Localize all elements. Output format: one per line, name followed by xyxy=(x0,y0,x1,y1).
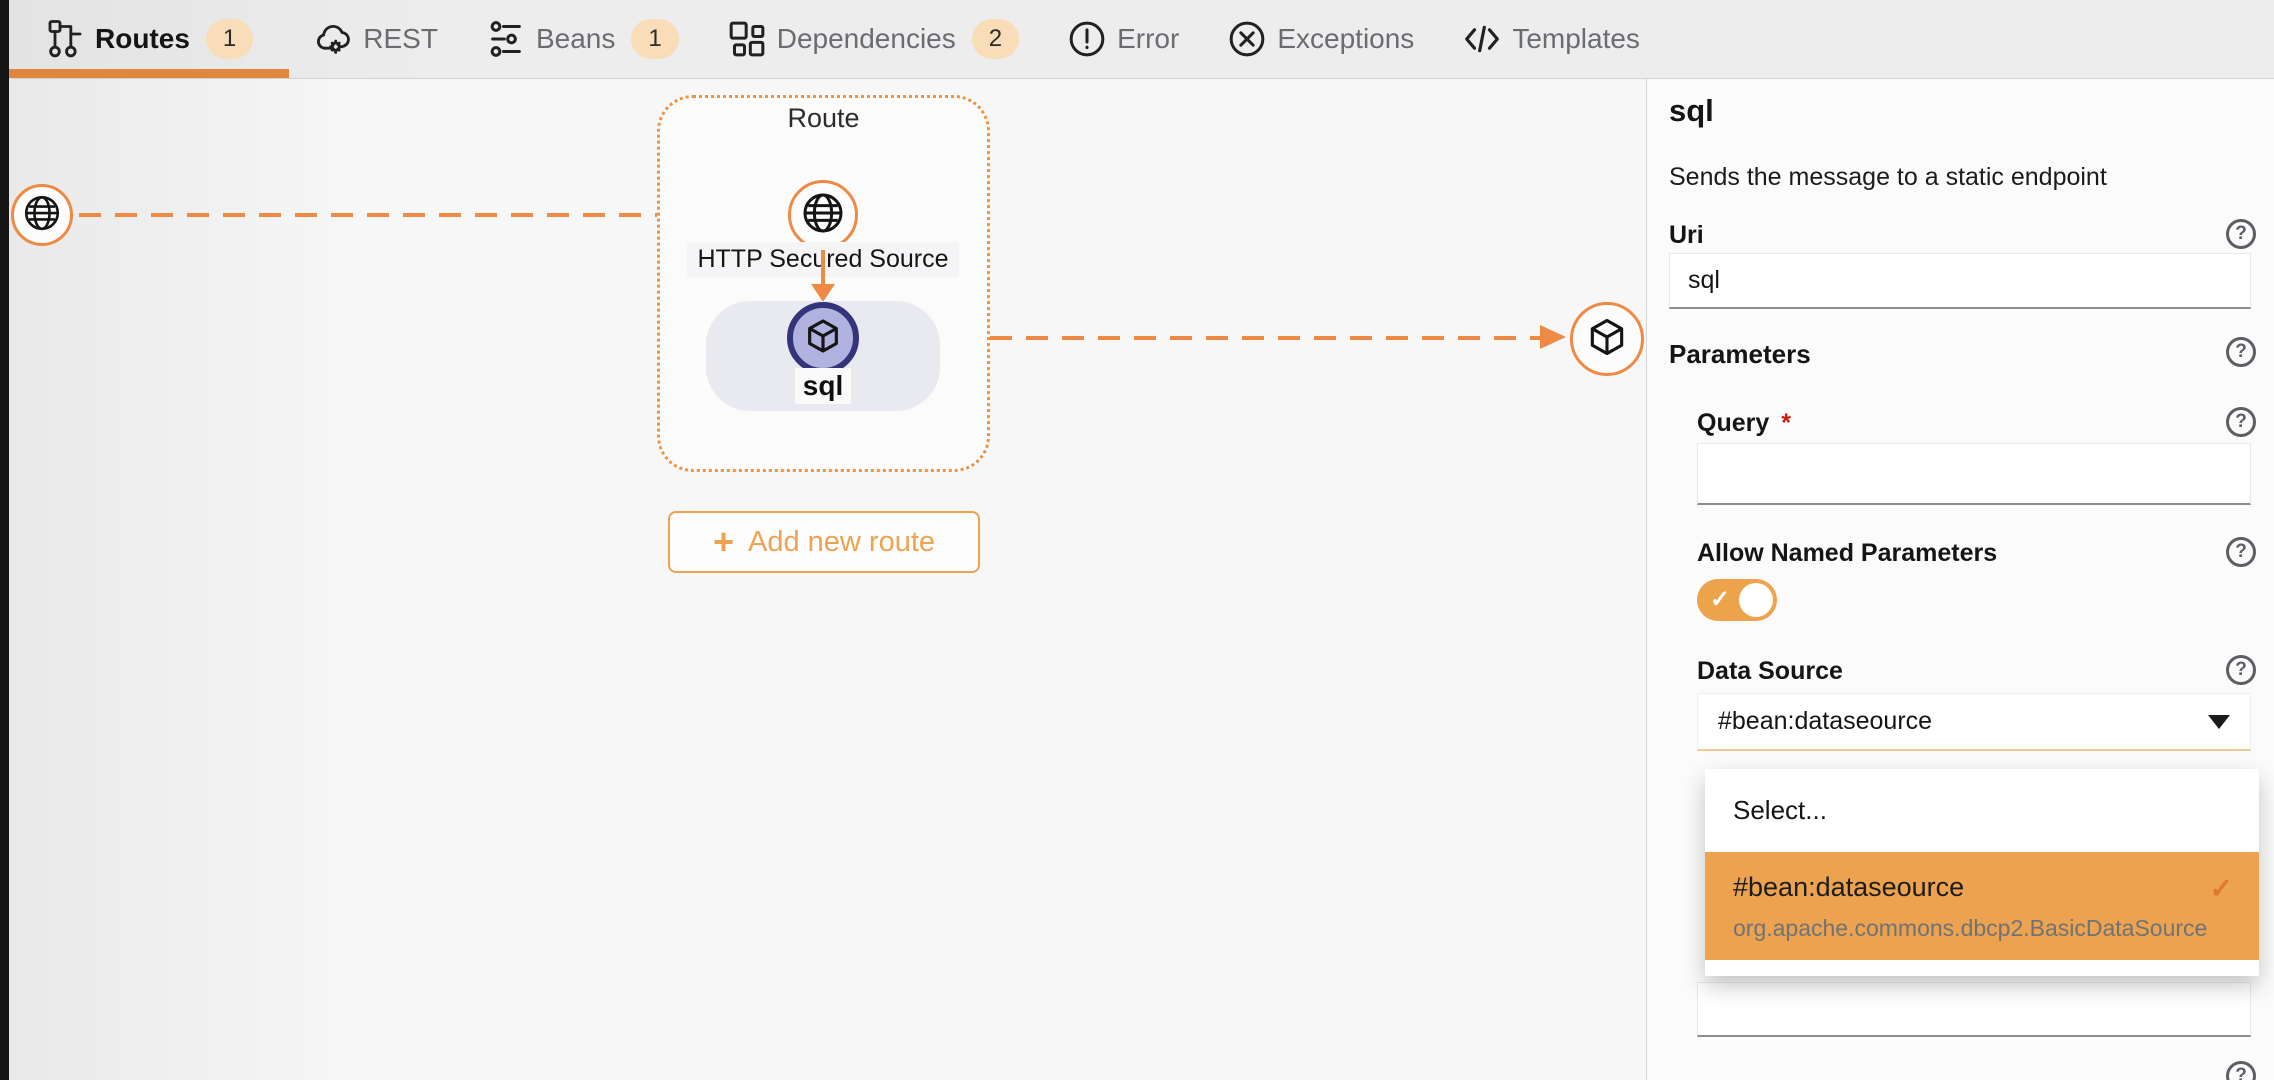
route-container-label: Route xyxy=(787,103,860,133)
allow-named-parameters-toggle[interactable]: ✓ xyxy=(1697,579,1777,621)
tab-label: Exceptions xyxy=(1277,23,1415,54)
allow-named-parameters-label: Allow Named Parameters xyxy=(1697,539,1998,567)
tab-bar: Routes 1 REST Beans xyxy=(9,0,2274,79)
tab-beans[interactable]: Beans 1 xyxy=(462,0,703,78)
required-marker: * xyxy=(1781,409,1791,437)
outbound-edge xyxy=(954,336,1540,340)
step-connector-arrowhead xyxy=(811,284,835,302)
window-edge-strip xyxy=(0,0,9,1080)
query-input[interactable] xyxy=(1697,443,2251,505)
next-field-input[interactable] xyxy=(1697,982,2251,1037)
uri-label: Uri xyxy=(1669,221,1704,249)
routes-count-badge: 1 xyxy=(205,19,254,59)
panel-description: Sends the message to a static endpoint xyxy=(1669,163,2107,191)
rest-icon xyxy=(313,19,353,59)
add-new-route-label: Add new route xyxy=(748,525,936,558)
plus-icon: + xyxy=(712,521,734,562)
tab-exceptions[interactable]: Exceptions xyxy=(1203,0,1438,78)
option-type: org.apache.commons.dbcp2.BasicDataSource xyxy=(1733,915,2208,941)
cube-icon xyxy=(1585,315,1629,364)
tab-dependencies[interactable]: Dependencies 2 xyxy=(703,0,1043,78)
templates-icon xyxy=(1462,19,1502,59)
dependencies-icon xyxy=(727,19,767,59)
http-secured-source-node[interactable] xyxy=(788,180,858,250)
cube-icon xyxy=(803,316,843,361)
uri-input[interactable] xyxy=(1669,253,2251,309)
dropdown-option-placeholder[interactable]: Select... xyxy=(1733,795,1827,825)
tab-label: Error xyxy=(1117,23,1180,54)
tab-label: Templates xyxy=(1512,23,1640,54)
data-source-label: Data Source xyxy=(1697,657,1843,685)
selected-check-icon: ✓ xyxy=(2209,873,2233,904)
chevron-down-icon xyxy=(2208,714,2230,729)
tab-label: Routes xyxy=(95,23,190,54)
dependencies-count-badge: 2 xyxy=(971,19,1020,59)
dropdown-option-bean-datasource[interactable]: #bean:dataseource ✓ org.apache.commons.d… xyxy=(1705,852,2259,960)
allow-named-parameters-help-icon[interactable]: ? xyxy=(2226,537,2256,567)
data-source-select[interactable]: #bean:dataseource xyxy=(1697,693,2251,751)
data-source-selected-value: #bean:dataseource xyxy=(1718,707,1933,735)
option-name: #bean:dataseource xyxy=(1733,872,1965,902)
error-icon xyxy=(1067,19,1107,59)
parameters-heading: Parameters xyxy=(1669,339,1811,369)
check-icon: ✓ xyxy=(1710,586,1731,613)
sql-node-label: sql xyxy=(778,368,868,404)
clipped-help-icon[interactable]: ? xyxy=(2226,1061,2256,1080)
query-help-icon[interactable]: ? xyxy=(2226,407,2256,437)
route-canvas[interactable]: Route HTTP Secured Source xyxy=(9,79,1646,1080)
parameters-help-icon[interactable]: ? xyxy=(2226,337,2256,367)
step-config-panel: sql Sends the message to a static endpoi… xyxy=(1646,79,2274,1080)
data-source-help-icon[interactable]: ? xyxy=(2226,655,2256,685)
tab-routes[interactable]: Routes 1 xyxy=(9,0,290,78)
panel-title: sql xyxy=(1669,93,1714,128)
tab-label: REST xyxy=(363,23,438,54)
external-target-node[interactable] xyxy=(1570,302,1644,376)
globe-icon xyxy=(799,189,847,242)
uri-help-icon[interactable]: ? xyxy=(2226,219,2256,249)
sql-node[interactable] xyxy=(787,302,859,374)
outbound-edge-arrowhead xyxy=(1540,325,1566,349)
tab-label: Beans xyxy=(535,23,616,54)
add-new-route-button[interactable]: + Add new route xyxy=(668,511,980,573)
tab-rest[interactable]: REST xyxy=(289,0,462,78)
query-label: Query* xyxy=(1697,409,1791,437)
external-source-node[interactable] xyxy=(11,184,73,246)
step-connector xyxy=(821,250,825,286)
data-source-dropdown: Select... #bean:dataseource ✓ org.apache… xyxy=(1705,769,2259,976)
tab-templates[interactable]: Templates xyxy=(1438,0,1664,78)
tab-error[interactable]: Error xyxy=(1043,0,1203,78)
routes-icon xyxy=(45,19,85,59)
beans-icon xyxy=(486,19,526,59)
beans-count-badge: 1 xyxy=(631,19,679,59)
tab-label: Dependencies xyxy=(776,23,956,54)
globe-icon xyxy=(21,192,63,239)
toggle-knob xyxy=(1739,583,1773,617)
exceptions-icon xyxy=(1227,19,1267,59)
inbound-edge xyxy=(79,213,762,217)
